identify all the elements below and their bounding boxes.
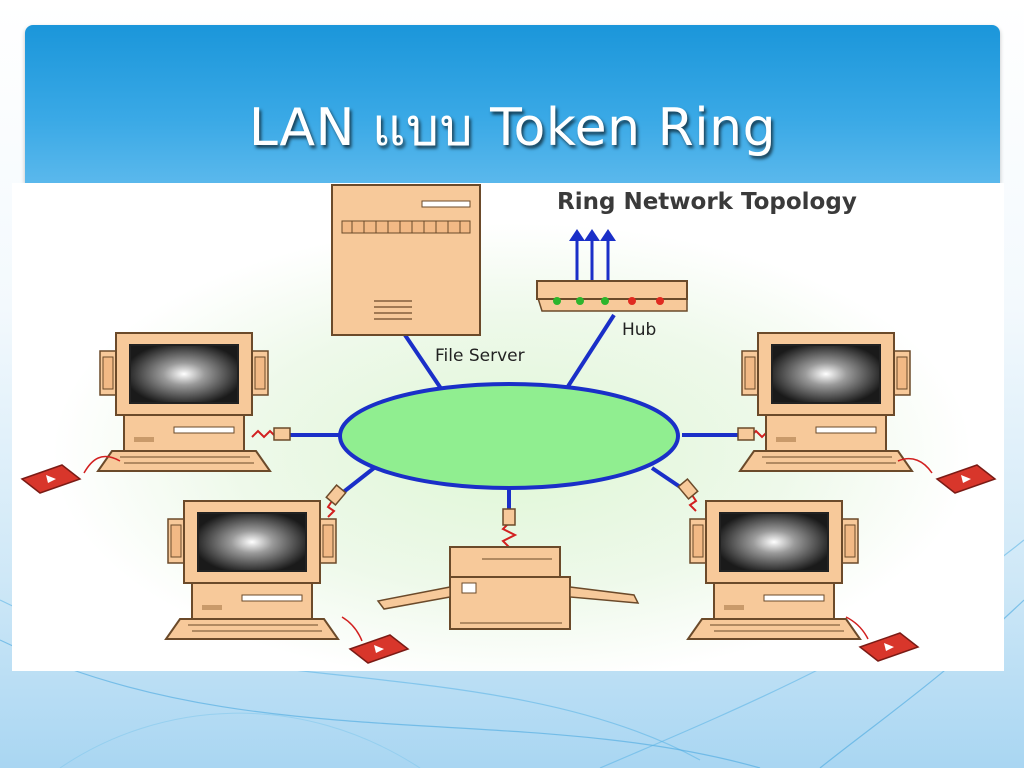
- title-bar: LAN แบบ Token Ring: [25, 25, 1000, 183]
- hub-led: [576, 297, 584, 305]
- file-server: [331, 184, 481, 336]
- hub-led: [628, 297, 636, 305]
- hub: [535, 229, 688, 312]
- mouse-cords: [83, 455, 933, 642]
- hub-led: [553, 297, 561, 305]
- workstation-right-bottom: [687, 500, 861, 640]
- ring-topology-diagram: Ring Network Topology File Server Hub: [21, 184, 996, 671]
- mouse-right-bottom: [859, 632, 919, 662]
- hub-label: Hub: [622, 320, 656, 340]
- diagram-heading: Ring Network Topology: [557, 189, 857, 215]
- file-server-label: File Server: [435, 346, 525, 366]
- workstation-left-bottom: [165, 500, 339, 640]
- diagram-panel: Ring Network Topology File Server Hub: [12, 183, 1004, 671]
- slide-title: LAN แบบ Token Ring: [248, 98, 777, 158]
- token-ring: [338, 382, 680, 490]
- workstation-left-top: [97, 332, 271, 472]
- hub-led: [656, 297, 664, 305]
- connector-plugs: [273, 427, 755, 526]
- workstation-right-top: [739, 332, 913, 472]
- printer: [376, 546, 640, 630]
- hub-led: [601, 297, 609, 305]
